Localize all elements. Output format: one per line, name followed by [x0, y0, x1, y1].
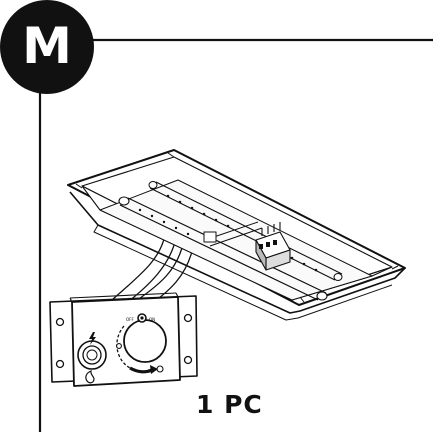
quantity-label: 1 PC: [196, 390, 263, 419]
section-letter: M: [22, 17, 72, 75]
mounting-hole: [183, 313, 193, 323]
control-knob-icon: OFF ON: [123, 313, 167, 363]
frame-lines: [38, 38, 433, 432]
burner-pan-icon: [67, 149, 406, 321]
mounting-hole: [55, 317, 65, 327]
dial-label-right: ON: [149, 317, 155, 322]
mounting-hole: [55, 359, 65, 369]
mounting-hole: [183, 355, 193, 365]
dial-label-left: OFF: [126, 317, 134, 322]
spark-icon: [89, 332, 96, 345]
section-badge: M: [0, 0, 94, 94]
terminal-block: [255, 222, 291, 271]
direction-arrow-icon: [116, 325, 164, 374]
ignition-button-icon: [77, 340, 107, 370]
flame-icon: [85, 370, 95, 384]
